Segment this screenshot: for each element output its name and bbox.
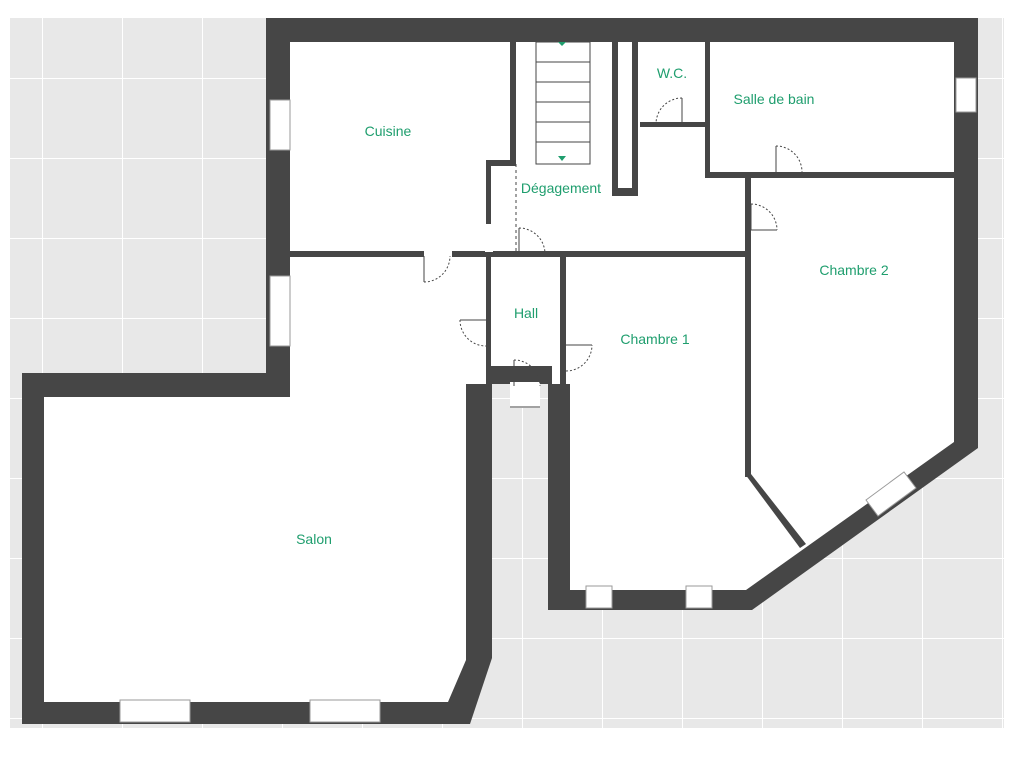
room-label-degagement: Dégagement <box>521 180 601 196</box>
room-label-chambre1: Chambre 1 <box>620 331 689 347</box>
windows <box>119 77 977 723</box>
doors <box>423 97 803 408</box>
door-degagement-cuisine <box>485 164 546 255</box>
stairs-arrow-top <box>558 42 566 46</box>
door-cuisine-salon <box>423 250 452 283</box>
room-label-wc: W.C. <box>657 65 687 81</box>
room-label-salon: Salon <box>296 531 332 547</box>
floor-upper-left <box>44 42 954 702</box>
stairs-arrow-bottom <box>558 156 566 161</box>
room-labels: Cuisine Dégagement W.C. Salle de bain Ha… <box>296 65 889 547</box>
door-chambre2 <box>750 203 778 231</box>
room-label-hall: Hall <box>514 305 538 321</box>
room-label-cuisine: Cuisine <box>365 123 412 139</box>
door-entrance <box>510 359 541 408</box>
room-label-chambre2: Chambre 2 <box>819 262 888 278</box>
door-hall-salon <box>459 319 487 347</box>
door-wc <box>655 97 683 125</box>
door-salle-de-bain <box>775 145 803 173</box>
room-label-salle-de-bain: Salle de bain <box>734 91 815 107</box>
door-hall-chambre1 <box>565 344 593 372</box>
staircase <box>535 41 591 165</box>
entrance-gap <box>510 382 540 408</box>
